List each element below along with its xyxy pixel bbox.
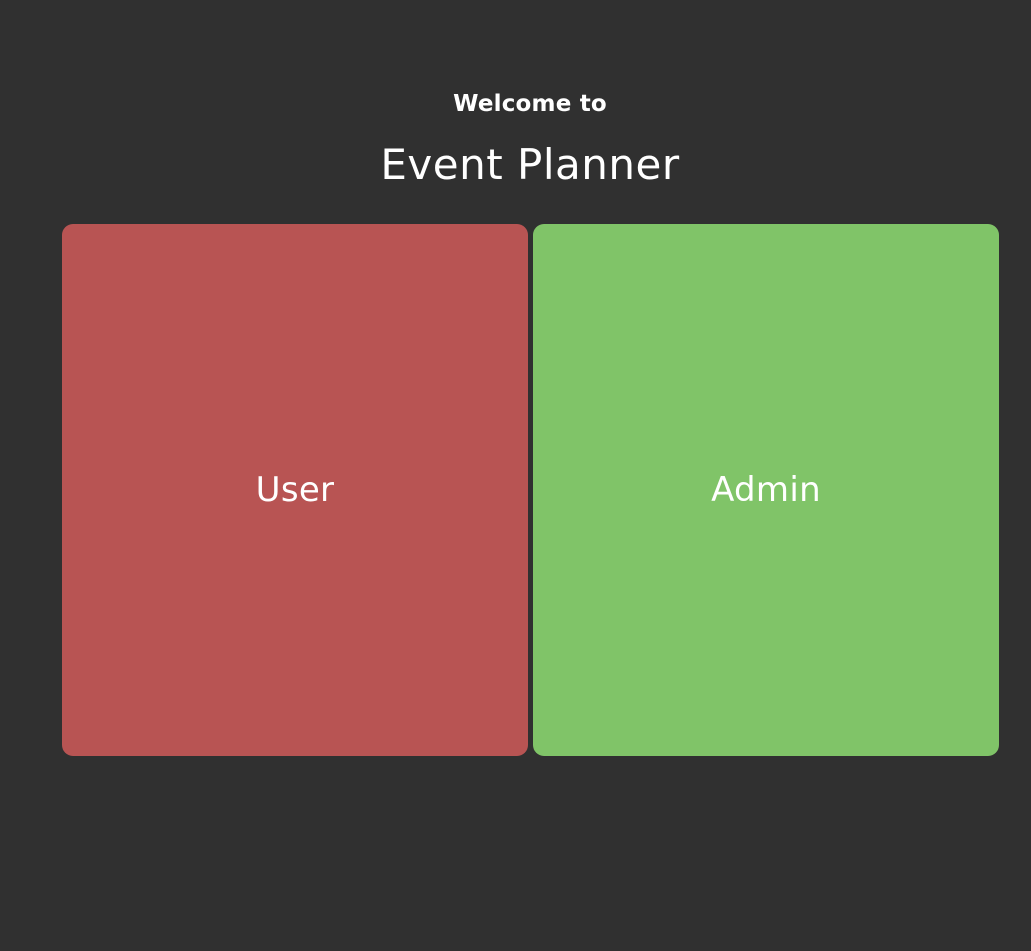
admin-role-button[interactable]: Admin bbox=[533, 224, 999, 756]
user-role-button[interactable]: User bbox=[62, 224, 528, 756]
page-title: Event Planner bbox=[380, 140, 680, 189]
admin-role-label: Admin bbox=[711, 470, 821, 510]
user-role-label: User bbox=[255, 470, 335, 510]
welcome-text: Welcome to bbox=[453, 91, 607, 117]
